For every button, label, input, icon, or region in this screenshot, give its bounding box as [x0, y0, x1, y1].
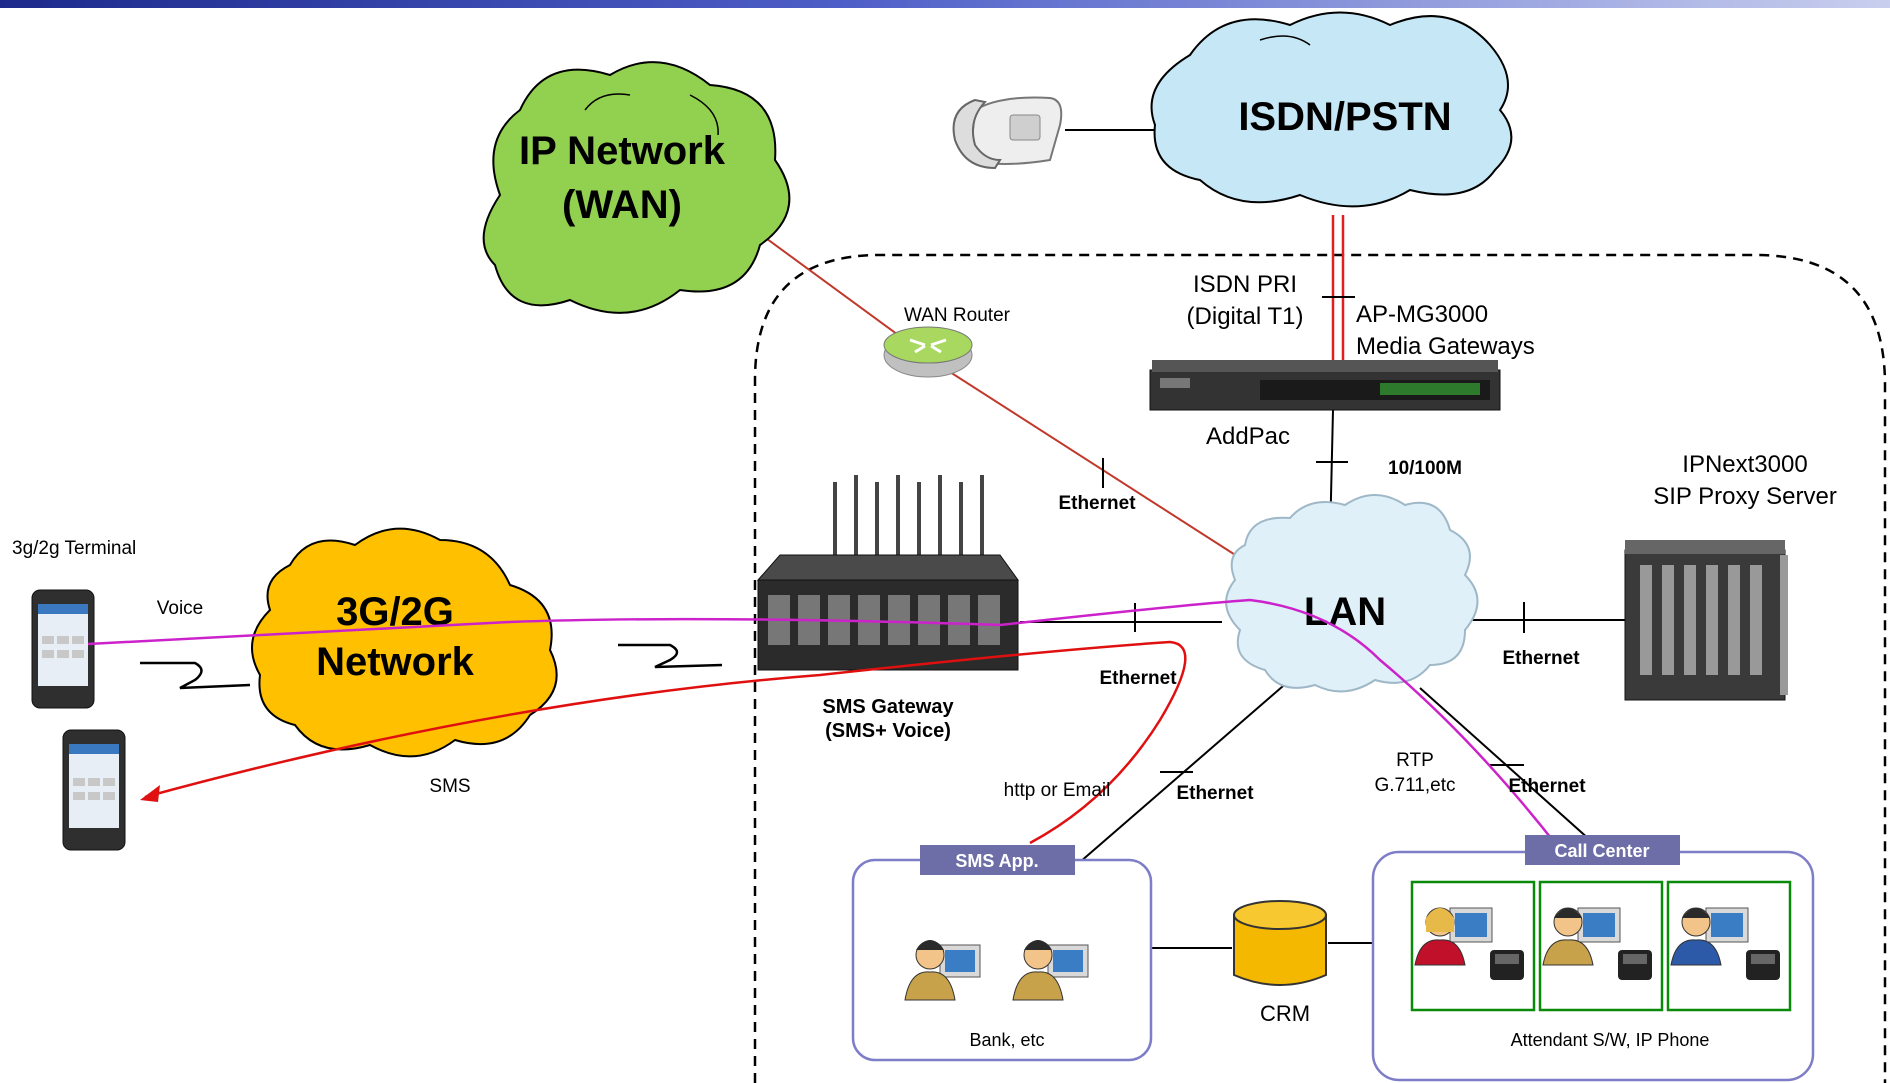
- agent-station-3: [1666, 880, 1792, 1012]
- mobile-network-cloud: [251, 527, 558, 758]
- ip-network-cloud: [482, 61, 791, 314]
- sip-proxy-server-device: [1624, 540, 1788, 701]
- rtp-sub-label: G.711,etc: [1375, 775, 1456, 796]
- sms-path: [144, 640, 1187, 845]
- lan-label: LAN: [1304, 590, 1386, 634]
- mobile-network-sub-label: Network: [316, 640, 475, 684]
- call-center-caption: Attendant S/W, IP Phone: [1511, 1030, 1710, 1050]
- speed-label: 10/100M: [1388, 458, 1462, 479]
- desk-phone-icon: [952, 96, 1063, 170]
- ethernet-callcenter-label: Ethernet: [1508, 776, 1586, 797]
- call-center-title: Call Center: [1554, 841, 1649, 861]
- ip-network-sub-label: (WAN): [562, 183, 682, 227]
- user-icon: [904, 940, 981, 1001]
- mobile-terminal-sms: [62, 729, 126, 851]
- sip-proxy-sub-label: SIP Proxy Server: [1653, 483, 1837, 510]
- wireless-squiggle-right: [618, 643, 723, 669]
- media-gateway-label: AP-MG3000: [1356, 301, 1488, 328]
- ethernet-router-label: Ethernet: [1058, 493, 1136, 514]
- top-accent-bar: [0, 0, 1890, 8]
- user-icon: [1012, 940, 1089, 1001]
- agent-station-2: [1538, 880, 1664, 1012]
- voice-path: [87, 598, 1614, 921]
- ethernet-smsgw-label: Ethernet: [1099, 668, 1177, 689]
- mobile-terminal-voice: [31, 589, 95, 709]
- sms-gateway-label: SMS Gateway: [822, 696, 954, 718]
- isdn-pri-sub-label: (Digital T1): [1187, 303, 1304, 330]
- wan-router-label: WAN Router: [904, 305, 1011, 326]
- http-email-label: http or Email: [1004, 780, 1111, 801]
- sip-proxy-label: IPNext3000: [1682, 451, 1807, 478]
- crm-label: CRM: [1260, 1001, 1310, 1026]
- ethernet-sip-label: Ethernet: [1502, 648, 1580, 669]
- sms-app-badge: [920, 845, 1075, 875]
- rtp-label: RTP: [1396, 750, 1434, 771]
- wan-router-icon: [883, 326, 973, 378]
- sms-app-caption: Bank, etc: [969, 1030, 1044, 1050]
- sms-arrowhead: [140, 785, 160, 802]
- sms-gateway-device: [756, 475, 1019, 671]
- isdn-pstn-cloud: [1150, 11, 1513, 208]
- media-gateway-device: [1149, 360, 1501, 411]
- sms-app-title: SMS App.: [955, 851, 1038, 871]
- terminal-label: 3g/2g Terminal: [12, 538, 136, 559]
- enterprise-boundary: [753, 253, 1887, 1083]
- lan-cloud: [1225, 494, 1479, 693]
- wan-link-cloud-router: [747, 224, 906, 341]
- call-center-badge: [1525, 835, 1680, 865]
- isdn-pri-label: ISDN PRI: [1193, 271, 1297, 298]
- crm-database-icon: [1233, 900, 1327, 986]
- isdn-pstn-label: ISDN/PSTN: [1238, 95, 1451, 139]
- ethernet-smsapp-label: Ethernet: [1176, 783, 1254, 804]
- addpac-label: AddPac: [1206, 423, 1290, 450]
- wan-link-router-lan: [949, 371, 1241, 559]
- voice-label: Voice: [157, 598, 203, 619]
- agent-station-1: [1410, 880, 1536, 1012]
- wireless-squiggle-left: [140, 661, 251, 690]
- media-gateway-sub-label: Media Gateways: [1356, 333, 1535, 360]
- sms-gateway-sub-label: (SMS+ Voice): [825, 720, 951, 742]
- sms-label: SMS: [429, 776, 470, 797]
- ip-network-label: IP Network: [519, 129, 726, 173]
